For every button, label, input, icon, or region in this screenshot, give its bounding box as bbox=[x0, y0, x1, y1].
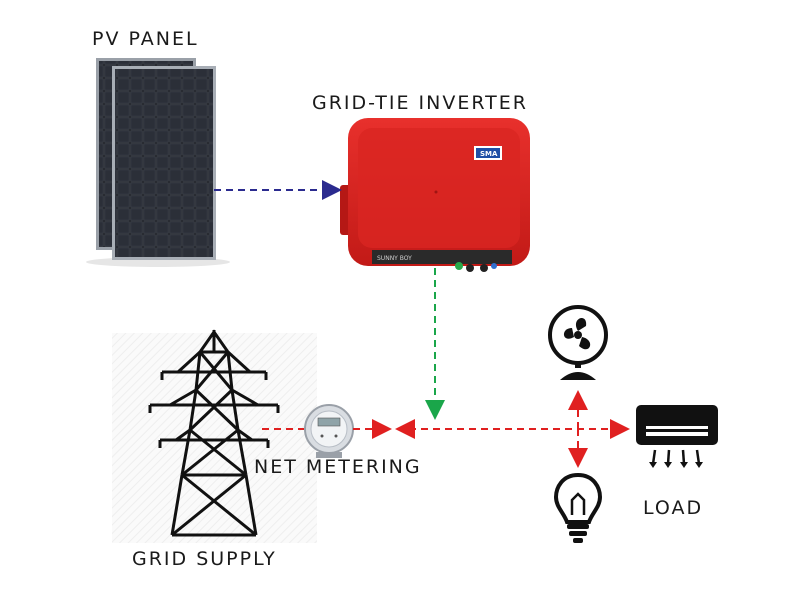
tower-background bbox=[112, 333, 317, 543]
inverter-brand-text: SMA bbox=[480, 150, 498, 158]
solar-panel-icon bbox=[86, 58, 230, 267]
pv-panel-label: PV PANEL bbox=[92, 28, 199, 50]
air-conditioner-icon bbox=[636, 405, 718, 468]
electric-meter-icon bbox=[304, 404, 354, 458]
light-bulb-icon bbox=[553, 472, 603, 543]
inverter-icon: SUNNY BOY SMA bbox=[340, 118, 530, 272]
fan-icon bbox=[548, 305, 608, 380]
load-label: LOAD bbox=[643, 497, 704, 519]
inverter-model-text: SUNNY BOY bbox=[377, 255, 412, 262]
grid-supply-label: GRID SUPPLY bbox=[132, 548, 277, 570]
transmission-tower-icon bbox=[148, 329, 280, 537]
inverter-label: GRID-TIE INVERTER bbox=[312, 92, 528, 114]
net-metering-label: NET METERING bbox=[254, 456, 422, 478]
